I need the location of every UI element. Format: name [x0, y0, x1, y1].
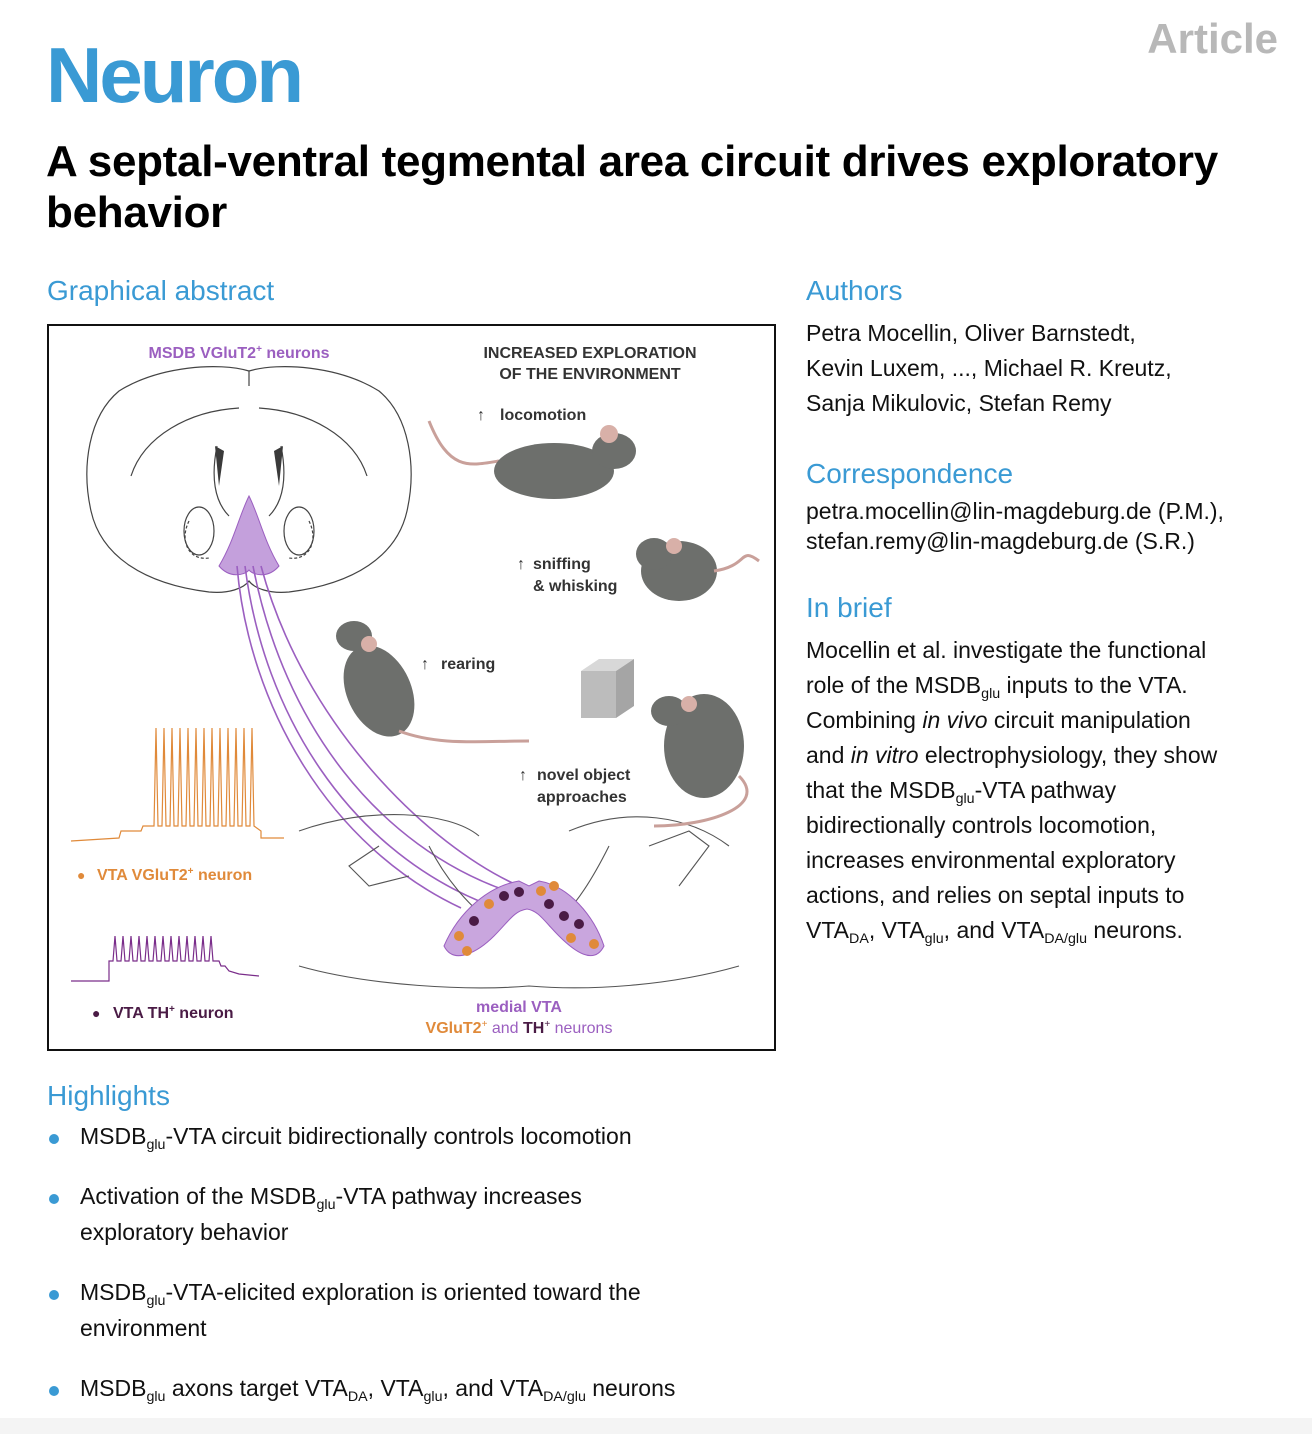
ventricle-left-shape: [215, 446, 224, 486]
in-brief-line: and in vitro electrophysiology, they sho…: [806, 742, 1218, 768]
mouse-locomotion-illustration: [427, 420, 636, 499]
th-bullet-icon: ●: [92, 1005, 100, 1021]
highlight-bullet-icon: [49, 1134, 59, 1144]
journal-name: Neuron: [46, 31, 304, 119]
highlight-bullet-icon: [49, 1194, 59, 1204]
mouse-rearing-illustration: [336, 621, 530, 744]
vglut2-bullet-icon: ●: [77, 867, 85, 883]
medial-vta-label: medial VTA: [476, 999, 562, 1016]
th-spike-trace: [71, 935, 260, 982]
ventricle-right-shape: [274, 446, 283, 486]
paper-title: A septal-ventral tegmental area circuit …: [46, 137, 1218, 238]
highlights-heading: Highlights: [47, 1080, 170, 1111]
arrow-locomotion-icon: ↑: [477, 407, 485, 424]
graphical-abstract-figure: MSDB VGluT2+ neurons INCREASED EXPLORATI…: [47, 324, 776, 1051]
mouse-approach-illustration: [651, 694, 749, 828]
novel-object-label: novel object: [537, 767, 631, 784]
approaches-label: approaches: [537, 789, 627, 806]
vglut2-spike-trace: [70, 727, 284, 842]
exploration-title-line2: OF THE ENVIRONMENT: [499, 366, 681, 383]
in-brief-heading: In brief: [806, 592, 892, 623]
msdb-region-shape: [218, 494, 280, 576]
vta-neuron-dots: [454, 881, 599, 956]
highlight-item: Activation of the MSDBglu-VTA pathway in…: [46, 1178, 806, 1250]
sniffing-label: sniffing: [533, 556, 591, 573]
in-brief-line: Combining in vivo circuit manipulation: [806, 707, 1191, 733]
in-brief-line: actions, and relies on septal inputs to: [806, 882, 1185, 908]
authors-heading: Authors: [806, 275, 903, 306]
authors-block: Petra Mocellin, Oliver Barnstedt, Kevin …: [806, 316, 1306, 421]
in-brief-line: that the MSDBglu-VTA pathway: [806, 777, 1117, 807]
page-bottom-edge: [0, 1418, 1312, 1434]
locomotion-label: locomotion: [500, 407, 586, 424]
vta-region-shape: [443, 880, 605, 957]
in-brief-line: increases environmental exploratory: [806, 847, 1176, 873]
highlight-item: MSDBglu-VTA-elicited exploration is orie…: [46, 1274, 806, 1346]
rearing-label: rearing: [441, 656, 495, 673]
highlight-item: MSDBglu axons target VTADA, VTAglu, and …: [46, 1370, 806, 1406]
highlight-bullet-icon: [49, 1290, 59, 1300]
in-brief-line: role of the MSDBglu inputs to the VTA.: [806, 672, 1188, 702]
arrow-rearing-icon: ↑: [421, 656, 429, 673]
th-neuron-label: VTA TH+ neuron: [113, 1004, 234, 1022]
article-type-label: Article: [1147, 15, 1278, 62]
in-brief-line: bidirectionally controls locomotion,: [806, 812, 1157, 838]
correspondence-email-remy-mocellin[interactable]: petra.mocellin@lin-magdeburg.de (P.M.),: [806, 498, 1224, 524]
correspondence-block: petra.mocellin@lin-magdeburg.de (P.M.), …: [806, 496, 1306, 556]
authors-line: Petra Mocellin, Oliver Barnstedt,: [806, 320, 1136, 346]
graphical-abstract-svg: MSDB VGluT2+ neurons INCREASED EXPLORATI…: [70, 344, 760, 1037]
msdb-vta-projections: [236, 565, 520, 909]
graphical-abstract-heading: Graphical abstract: [47, 275, 275, 306]
authors-line: Kevin Luxem, ..., Michael R. Kreutz,: [806, 355, 1172, 381]
novel-object-cube: [581, 659, 634, 718]
exploration-title-line1: INCREASED EXPLORATION: [483, 345, 696, 362]
arrow-sniffing-icon: ↑: [517, 556, 525, 573]
correspondence-heading: Correspondence: [806, 458, 1014, 489]
highlights-list: MSDBglu-VTA circuit bidirectionally cont…: [46, 1118, 806, 1406]
in-brief-line: VTADA, VTAglu, and VTADA/glu neurons.: [806, 917, 1183, 947]
vta-cells-label: VGluT2+ and TH+ neurons: [426, 1019, 613, 1037]
authors-line: Sanja Mikulovic, Stefan Remy: [806, 390, 1112, 416]
in-brief-line: Mocellin et al. investigate the function…: [806, 637, 1207, 663]
correspondence-email-remy[interactable]: stefan.remy@lin-magdeburg.de (S.R.): [806, 528, 1195, 554]
msdb-label: MSDB VGluT2+ neurons: [149, 344, 330, 362]
highlight-item: MSDBglu-VTA circuit bidirectionally cont…: [46, 1118, 806, 1154]
vglut2-neuron-label: VTA VGluT2+ neuron: [97, 866, 252, 884]
highlight-bullet-icon: [49, 1386, 59, 1396]
mouse-sniffing-illustration: [636, 538, 760, 601]
brain-section-drawing: [86, 366, 412, 593]
arrow-novel-icon: ↑: [519, 767, 527, 784]
whisking-label: & whisking: [533, 578, 617, 595]
in-brief-text: Mocellin et al. investigate the function…: [806, 633, 1306, 948]
